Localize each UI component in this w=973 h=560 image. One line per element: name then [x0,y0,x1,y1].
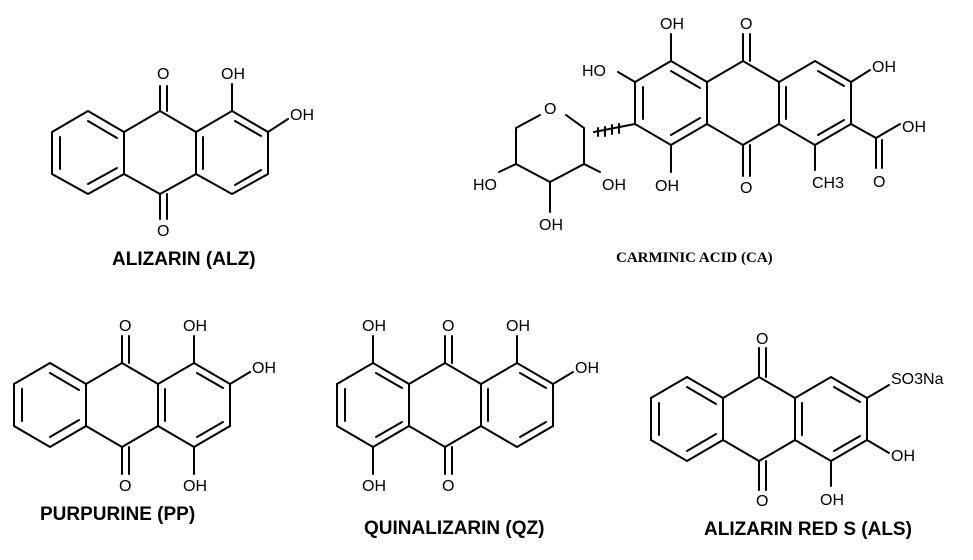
atom-ch3: CH3 [812,175,844,192]
atom-o-top: O [442,318,454,335]
structure-alizarin-red-s: O O SO3Na OH OH ALIZARIN RED S (ALS) [650,331,944,540]
atom-o-bottom: O [740,180,752,197]
atom-o-ring: O [544,101,556,118]
atom-o-top: O [157,66,169,83]
atom-oh-right: OH [872,59,896,76]
atom-oh-2: OH [252,360,276,377]
caption-alizarin-red-s: ALIZARIN RED S (ALS) [704,519,912,540]
caption-quinalizarin: QUINALIZARIN (QZ) [364,518,544,539]
bonds [650,347,890,491]
atom-so3na: SO3Na [891,371,944,388]
atom-oh-1: OH [506,318,530,335]
atom-oh-4: OH [183,478,207,495]
structure-carminic-acid: OH O OH HO O OH O CH3 O OH HO OH OH CARM… [473,16,926,266]
atom-o-top: O [740,16,752,33]
atom-o-top: O [119,318,131,335]
atom-o-top: O [756,331,768,348]
atom-ho-left: HO [582,63,606,80]
bonds [498,33,901,213]
atom-oh-sugar-b: OH [539,217,563,234]
atom-oh-3: OH [891,448,915,465]
atom-oh-2: OH [290,107,314,124]
atom-oh-sugar-a: OH [602,177,626,194]
caption-alizarin: ALIZARIN (ALZ) [112,249,256,270]
atom-oh-5: OH [362,318,386,335]
structure-alizarin: O O OH OH ALIZARIN (ALZ) [51,66,314,270]
structure-purpurine: O O OH OH OH PURPURINE (PP) [13,318,276,525]
bonds [51,83,289,220]
bonds [336,335,574,475]
atom-oh-top: OH [660,16,684,33]
caption-purpurine: PURPURINE (PP) [40,504,195,525]
atom-oh-2: OH [575,360,599,377]
atom-oh-1: OH [221,66,245,83]
atom-oh-1: OH [183,318,207,335]
atom-o-bottom: O [157,223,169,240]
atom-oh-8: OH [362,478,386,495]
caption-carminic-acid: CARMINIC ACID (CA) [616,250,773,266]
structure-quinalizarin: OH O OH OH OH O QUINALIZARIN (QZ) [336,318,599,539]
atom-oh-4: OH [820,492,844,509]
atom-oh-cooh: OH [902,119,926,136]
atom-ho-sugar: HO [473,177,497,194]
atom-o-cooh: O [873,174,885,191]
bonds [13,335,251,475]
atom-oh-bottom: OH [655,178,679,195]
atom-o-bottom: O [119,478,131,495]
atom-o-bottom: O [442,478,454,495]
atom-o-bottom: O [756,493,768,510]
